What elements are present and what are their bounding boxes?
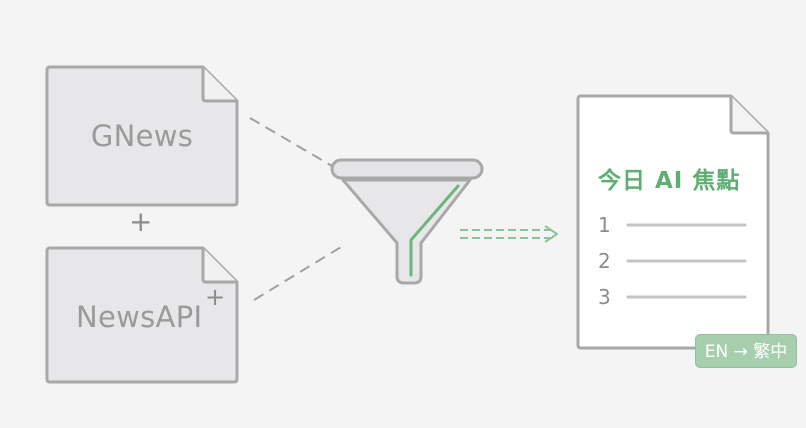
funnel-icon <box>330 158 484 285</box>
report-document-icon <box>576 94 770 350</box>
gnews-document-icon <box>45 65 239 207</box>
funnel-highlight <box>409 184 460 277</box>
report-item-number-3: 3 <box>598 285 611 309</box>
gnews-connector-line <box>249 117 333 167</box>
translation-badge: EN → 繁中 <box>695 334 797 368</box>
output-arrow-icon <box>460 225 558 243</box>
report-item-number-1: 1 <box>598 213 611 237</box>
newsapi-connector-line <box>253 243 347 301</box>
plus-sign: + <box>129 205 153 238</box>
report-item-number-2: 2 <box>598 249 611 273</box>
report-title: 今日 AI 焦點 <box>598 168 741 194</box>
newsapi-superscript-plus: + <box>205 283 226 311</box>
source-label-newsapi: NewsAPI <box>76 300 203 334</box>
newsapi-document-icon <box>45 246 239 384</box>
source-label-gnews: GNews <box>90 119 194 153</box>
